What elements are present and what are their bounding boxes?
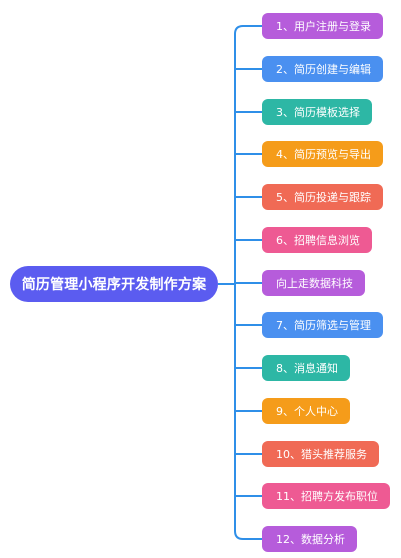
branch-label: 6、招聘信息浏览 — [276, 234, 360, 247]
branch-label: 2、简历创建与编辑 — [276, 63, 371, 76]
branch-node-10[interactable]: 10、猎头推荐服务 — [262, 441, 379, 467]
branch-node-1[interactable]: 1、用户注册与登录 — [262, 13, 383, 39]
branch-node-4[interactable]: 4、简历预览与导出 — [262, 141, 383, 167]
branch-label: 11、招聘方发布职位 — [276, 490, 378, 503]
branch-label: 7、简历筛选与管理 — [276, 319, 371, 332]
branch-label: 9、个人中心 — [276, 405, 338, 418]
branch-label: 12、数据分析 — [276, 533, 345, 546]
branch-label: 5、简历投递与跟踪 — [276, 191, 371, 204]
branch-label: 向上走数据科技 — [276, 277, 353, 290]
branch-node-5[interactable]: 5、简历投递与跟踪 — [262, 184, 383, 210]
branch-node-brand[interactable]: 向上走数据科技 — [262, 270, 365, 296]
branch-node-11[interactable]: 11、招聘方发布职位 — [262, 483, 390, 509]
branch-node-2[interactable]: 2、简历创建与编辑 — [262, 56, 383, 82]
branch-label: 10、猎头推荐服务 — [276, 448, 367, 461]
branch-node-9[interactable]: 9、个人中心 — [262, 398, 350, 424]
branch-node-12[interactable]: 12、数据分析 — [262, 526, 357, 552]
branch-label: 8、消息通知 — [276, 362, 338, 375]
branch-connector — [234, 530, 262, 540]
branch-node-3[interactable]: 3、简历模板选择 — [262, 99, 372, 125]
branch-node-7[interactable]: 7、简历筛选与管理 — [262, 312, 383, 338]
branch-node-8[interactable]: 8、消息通知 — [262, 355, 350, 381]
branch-label: 3、简历模板选择 — [276, 106, 360, 119]
root-topic-label: 简历管理小程序开发制作方案 — [21, 277, 207, 293]
branch-node-6[interactable]: 6、招聘信息浏览 — [262, 227, 372, 253]
branch-connector — [234, 25, 262, 35]
branch-label: 4、简历预览与导出 — [276, 148, 371, 161]
branch-label: 1、用户注册与登录 — [276, 20, 371, 33]
root-topic[interactable]: 简历管理小程序开发制作方案 — [10, 266, 218, 302]
